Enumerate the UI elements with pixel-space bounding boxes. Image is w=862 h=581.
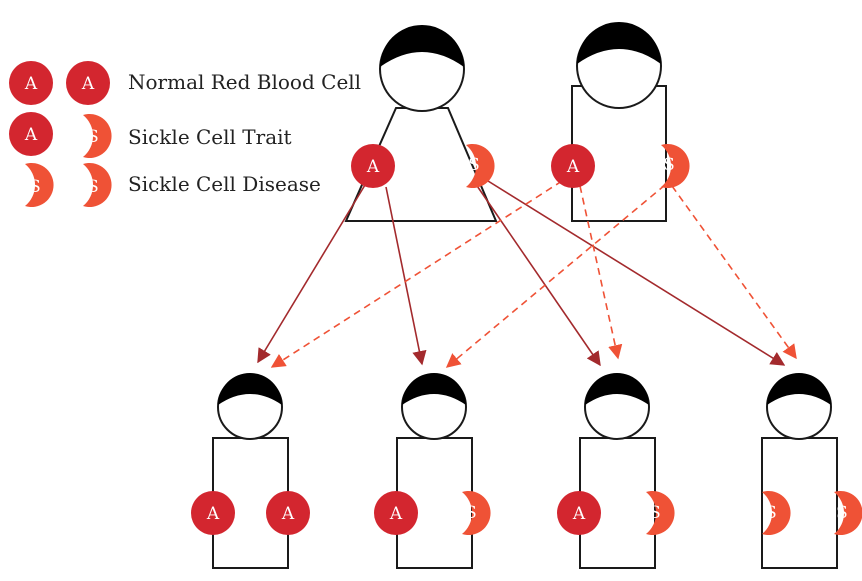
normal-cell-icon xyxy=(557,491,601,535)
hair xyxy=(577,22,661,64)
sickle-cell-letter: S xyxy=(663,155,675,175)
legend-row-disease: S S Sickle Cell Disease xyxy=(25,163,321,207)
child-1 xyxy=(212,373,289,569)
legend-label-disease: Sickle Cell Disease xyxy=(128,172,321,196)
sickle-cell-letter: S xyxy=(468,155,480,175)
parent-mother xyxy=(344,25,498,222)
normal-cell-letter: A xyxy=(389,504,403,524)
child-3-genotype: A S xyxy=(557,491,675,535)
normal-cell-letter: A xyxy=(281,504,295,524)
child-2-genotype: A S xyxy=(374,491,491,535)
sickle-cell-letter: S xyxy=(29,177,41,197)
child-4-genotype: S S xyxy=(762,491,862,535)
legend: A A Normal Red Blood Cell A S Sickle Cel… xyxy=(9,61,361,207)
arrow-mother-s-to-child-4 xyxy=(479,175,786,366)
sickle-cell-letter: S xyxy=(87,127,99,147)
child-1-genotype: A A xyxy=(191,491,310,535)
sickle-cell-letter: S xyxy=(765,503,777,523)
sickle-cell-icon xyxy=(661,144,690,188)
sickle-cell-letter: S xyxy=(649,503,661,523)
normal-cell-icon xyxy=(551,144,595,188)
sickle-cell-icon xyxy=(834,491,862,535)
sickle-cell-icon xyxy=(83,163,112,207)
normal-cell-letter: A xyxy=(206,504,220,524)
arrow-mother-s-to-child-3 xyxy=(472,179,601,367)
hair xyxy=(767,373,831,405)
parent-father xyxy=(571,22,667,222)
normal-cell-icon xyxy=(191,491,235,535)
mother-genotype: A S xyxy=(351,144,495,188)
arrow-father-a-to-child-3 xyxy=(579,185,623,360)
normal-cell-icon xyxy=(9,112,53,156)
legend-label-trait: Sickle Cell Trait xyxy=(128,125,292,149)
normal-cell-icon xyxy=(374,491,418,535)
sickle-cell-icon xyxy=(466,144,495,188)
arrow-mother-a-to-child-1 xyxy=(257,184,366,364)
hair xyxy=(380,25,464,67)
arrow-father-s-to-child-4 xyxy=(671,185,797,360)
sickle-cell-letter: S xyxy=(836,503,848,523)
hair xyxy=(402,373,466,405)
normal-cell-letter: A xyxy=(566,157,580,177)
father-genotype: A S xyxy=(551,144,690,188)
sickle-cell-letter: S xyxy=(465,503,477,523)
child-3 xyxy=(579,373,656,569)
normal-cell-letter: A xyxy=(81,74,95,94)
sickle-cell-icon xyxy=(646,491,675,535)
legend-label-normal: Normal Red Blood Cell xyxy=(128,70,361,94)
sickle-cell-letter: S xyxy=(87,177,99,197)
normal-cell-icon xyxy=(66,61,110,105)
legend-row-normal: A A Normal Red Blood Cell xyxy=(9,61,361,105)
child-2 xyxy=(396,373,473,569)
normal-cell-letter: A xyxy=(24,74,38,94)
normal-cell-icon xyxy=(9,61,53,105)
sickle-cell-icon xyxy=(762,491,791,535)
normal-cell-letter: A xyxy=(366,157,380,177)
normal-cell-letter: A xyxy=(572,504,586,524)
legend-row-trait: A S Sickle Cell Trait xyxy=(9,112,292,158)
hair xyxy=(585,373,649,405)
child-4 xyxy=(761,373,838,569)
inheritance-arrows xyxy=(257,175,797,368)
hair xyxy=(218,373,282,405)
sickle-cell-icon xyxy=(462,491,491,535)
sickle-cell-icon xyxy=(83,114,112,158)
normal-cell-letter: A xyxy=(24,125,38,145)
normal-cell-icon xyxy=(351,144,395,188)
arrow-mother-a-to-child-2 xyxy=(385,186,427,366)
sickle-cell-icon xyxy=(25,163,54,207)
normal-cell-icon xyxy=(266,491,310,535)
arrow-father-a-to-child-1 xyxy=(270,180,563,368)
